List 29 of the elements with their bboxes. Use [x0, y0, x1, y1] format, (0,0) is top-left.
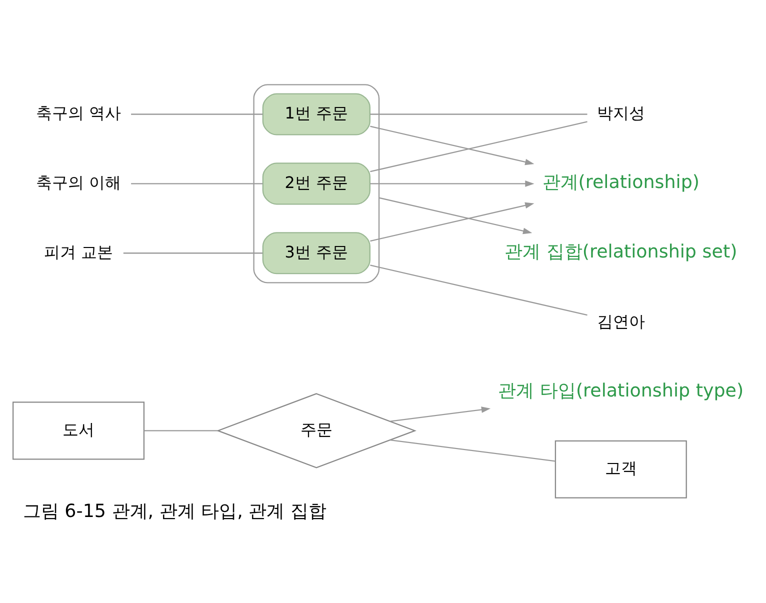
arrow [370, 202, 534, 242]
node-box: 2번 주문 [262, 162, 370, 205]
connector [370, 114, 588, 115]
node-box: 도서 [12, 402, 145, 460]
node-box: 고객 [554, 440, 687, 498]
connector [390, 439, 556, 462]
node-box: 1번 주문 [262, 93, 370, 136]
caption: 그림 6-15 관계, 관계 타입, 관계 집합 [22, 500, 326, 522]
node-text: 관계 집합(relationship set) [504, 241, 738, 262]
arrow [378, 197, 532, 234]
connector [131, 183, 263, 184]
node-diamond: 주문 [216, 393, 416, 468]
connector [370, 264, 588, 316]
node-text: 김연아 [596, 312, 645, 331]
node-text: 축구의 이해 [36, 172, 122, 192]
connector [144, 430, 218, 432]
arrow [370, 180, 534, 187]
connector [370, 121, 588, 172]
node-text: 축구의 역사 [36, 103, 122, 122]
node-text: 박지성 [596, 103, 645, 122]
connector [123, 252, 263, 254]
node-text: 관계(relationship) [542, 172, 700, 194]
arrow [370, 126, 534, 166]
cluster [253, 84, 380, 284]
arrow [390, 406, 491, 422]
node-text: 관계 타입(relationship type) [498, 380, 744, 402]
connector [131, 114, 263, 115]
node-box: 3번 주문 [262, 232, 370, 274]
node-text: 피겨 교본 [44, 242, 114, 262]
